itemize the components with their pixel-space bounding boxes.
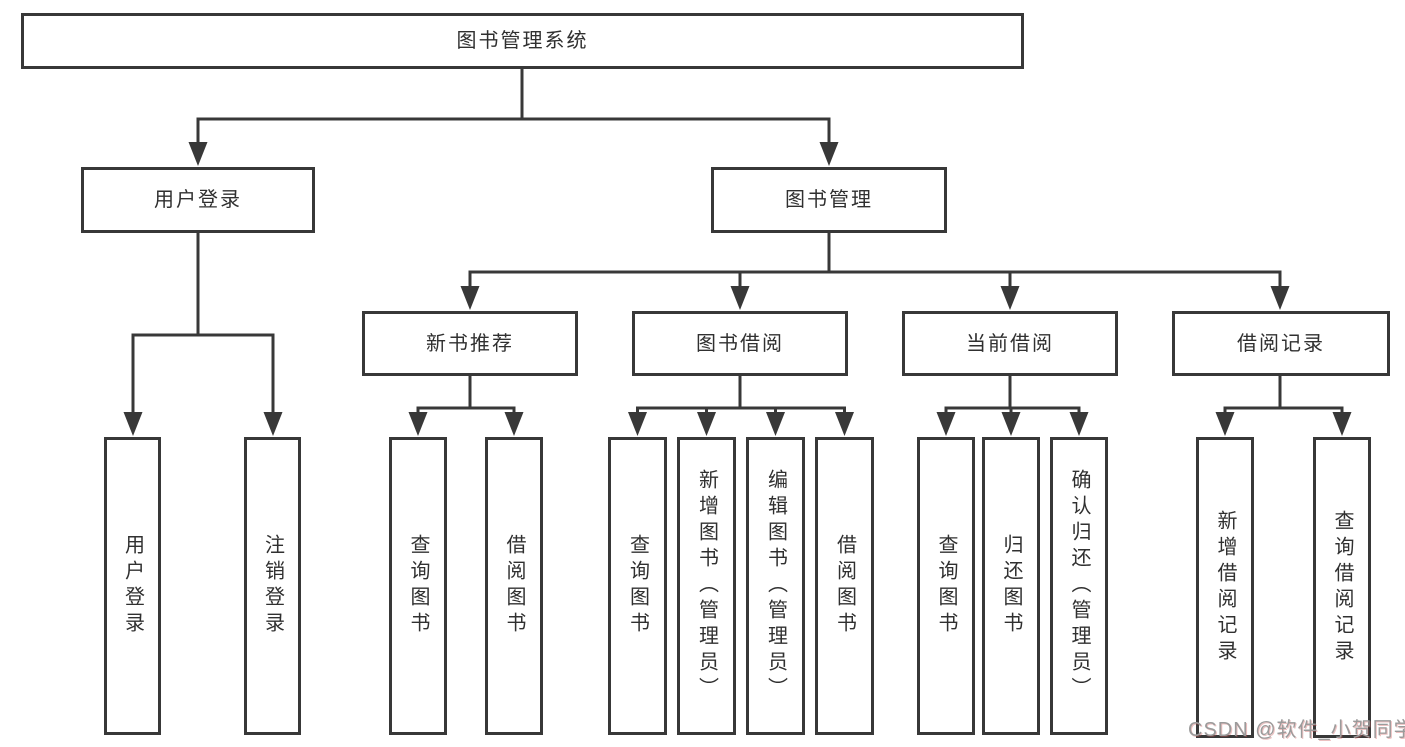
- node-current-borrow-label: 当前借阅: [966, 332, 1054, 355]
- leaf-borrow-add-books-admin: 新增图书（管理员）: [677, 437, 736, 735]
- node-book-borrow: 图书借阅: [632, 311, 848, 376]
- leaf-borrow-edit-books-admin-label: 编辑图书（管理员）: [764, 469, 787, 703]
- leaf-user-login: 用户登录: [104, 437, 161, 735]
- leaf-borrow-query-books-label: 查询图书: [626, 534, 649, 638]
- node-current-borrow: 当前借阅: [902, 311, 1118, 376]
- leaf-records-add-record-label: 新增借阅记录: [1214, 509, 1236, 666]
- node-borrow-records: 借阅记录: [1172, 311, 1390, 376]
- arrowhead: [835, 412, 854, 436]
- arrowhead: [1332, 412, 1352, 436]
- node-user-login: 用户登录: [81, 167, 315, 233]
- leaf-newbook-borrow-books-label: 借阅图书: [503, 534, 525, 638]
- arrowhead: [1069, 412, 1089, 436]
- arrowhead: [766, 412, 785, 436]
- arrowhead: [188, 142, 208, 166]
- node-borrow-records-label: 借阅记录: [1237, 332, 1325, 355]
- leaf-current-confirm-return-admin-label: 确认归还（管理员）: [1068, 469, 1090, 703]
- leaf-current-return-books-label: 归还图书: [1000, 534, 1022, 638]
- node-new-book-recommend: 新书推荐: [362, 311, 578, 376]
- arrowhead: [1000, 286, 1020, 310]
- node-new-book-recommend-label: 新书推荐: [426, 332, 514, 355]
- node-root-label: 图书管理系统: [456, 30, 589, 52]
- leaf-borrow-add-books-admin-label: 新增图书（管理员）: [695, 469, 718, 703]
- leaf-records-query-record: 查询借阅记录: [1313, 437, 1371, 738]
- leaf-current-return-books: 归还图书: [982, 437, 1040, 735]
- leaf-newbook-query-books-label: 查询图书: [407, 534, 429, 638]
- leaf-current-query-books-label: 查询图书: [935, 534, 957, 638]
- leaf-records-add-record: 新增借阅记录: [1196, 437, 1254, 738]
- arrowhead: [628, 412, 647, 436]
- leaf-current-query-books: 查询图书: [917, 437, 975, 735]
- arrowhead: [460, 286, 480, 310]
- arrowhead: [819, 142, 839, 166]
- arrowhead: [1215, 412, 1235, 436]
- node-book-borrow-label: 图书借阅: [696, 332, 784, 355]
- leaf-borrow-query-books: 查询图书: [608, 437, 667, 735]
- arrowhead: [697, 412, 716, 436]
- leaf-newbook-borrow-books: 借阅图书: [485, 437, 543, 735]
- leaf-logout: 注销登录: [244, 437, 301, 735]
- arrowhead: [730, 286, 750, 310]
- arrowhead: [504, 412, 524, 436]
- arrowhead: [1270, 286, 1290, 310]
- arrowhead: [408, 412, 428, 436]
- node-book-management: 图书管理: [711, 167, 947, 233]
- node-book-management-label: 图书管理: [785, 189, 873, 211]
- node-root: 图书管理系统: [21, 13, 1024, 69]
- arrowhead: [1001, 412, 1021, 436]
- leaf-current-confirm-return-admin: 确认归还（管理员）: [1050, 437, 1108, 735]
- node-user-login-label: 用户登录: [154, 189, 242, 211]
- watermark: CSDN @软件_小贺同学: [1188, 719, 1405, 741]
- leaf-borrow-borrow-books: 借阅图书: [815, 437, 874, 735]
- leaf-records-query-record-label: 查询借阅记录: [1331, 509, 1353, 666]
- arrowhead: [263, 412, 283, 436]
- leaf-borrow-borrow-books-label: 借阅图书: [833, 534, 856, 638]
- leaf-borrow-edit-books-admin: 编辑图书（管理员）: [746, 437, 805, 735]
- arrowhead: [123, 412, 143, 436]
- leaf-logout-label: 注销登录: [261, 534, 284, 638]
- leaf-user-login-label: 用户登录: [121, 534, 144, 638]
- arrowhead: [936, 412, 956, 436]
- leaf-newbook-query-books: 查询图书: [389, 437, 447, 735]
